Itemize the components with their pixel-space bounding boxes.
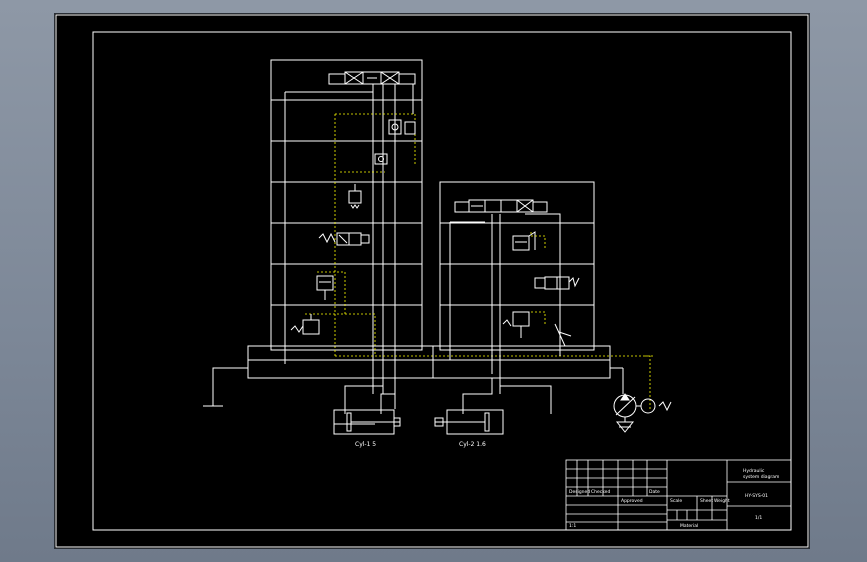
sheet-number: 1/1 <box>755 515 762 521</box>
solenoid-valve-right <box>534 276 580 290</box>
tb-label-weight: Weight <box>714 498 730 504</box>
relief-valve-right-1 <box>512 231 536 251</box>
relief-valve-left-1 <box>316 275 334 300</box>
hydraulic-schematic: Cyl-1 5 Cyl-2 1.6 <box>55 14 809 548</box>
manifold-block <box>247 323 611 379</box>
tb-label-scale: Scale <box>670 498 682 504</box>
tb-label-checked: Checked <box>591 489 610 495</box>
relief-valve-left-2 <box>290 314 320 335</box>
title-line-2: system diagram <box>743 474 779 480</box>
tb-label-sheet: Sheet <box>700 498 713 504</box>
hydraulic-cylinder-1 <box>333 409 401 435</box>
drawing-sheet: Cyl-1 5 Cyl-2 1.6 <box>55 14 809 548</box>
title-block <box>565 459 792 531</box>
tb-scale-value: 1:1 <box>569 523 576 529</box>
drawing-number: HY-SYS-01 <box>745 493 768 499</box>
tank-return <box>203 367 248 407</box>
pressure-valve-left-1 <box>348 184 362 209</box>
directional-valve-top <box>328 71 416 85</box>
solenoid-valve-left <box>318 232 370 246</box>
tb-label-date: Date <box>649 489 660 495</box>
pump-motor-unit <box>613 368 672 433</box>
tb-label-material: Material <box>680 523 698 529</box>
hydraulic-cylinder-2 <box>434 409 504 435</box>
cylinder-1-label: Cyl-1 5 <box>355 441 376 448</box>
tb-label-approved: Approved <box>621 498 643 504</box>
pilot-lines-left <box>305 113 655 410</box>
pilot-lines-right <box>530 232 546 326</box>
sheet-border <box>55 14 809 548</box>
cylinder-supply-lines <box>344 367 623 414</box>
cylinder-2-label: Cyl-2 1.6 <box>459 441 486 448</box>
left-valve-stack <box>270 59 423 409</box>
tb-label-designed: Designed <box>569 489 590 495</box>
right-valve-stack <box>439 181 595 394</box>
drawing-frame <box>92 31 792 531</box>
check-valves-left <box>374 119 416 165</box>
title-line-1: Hydraulic <box>743 468 765 474</box>
relief-valve-right-2 <box>502 311 530 338</box>
directional-valve-right <box>454 199 548 213</box>
